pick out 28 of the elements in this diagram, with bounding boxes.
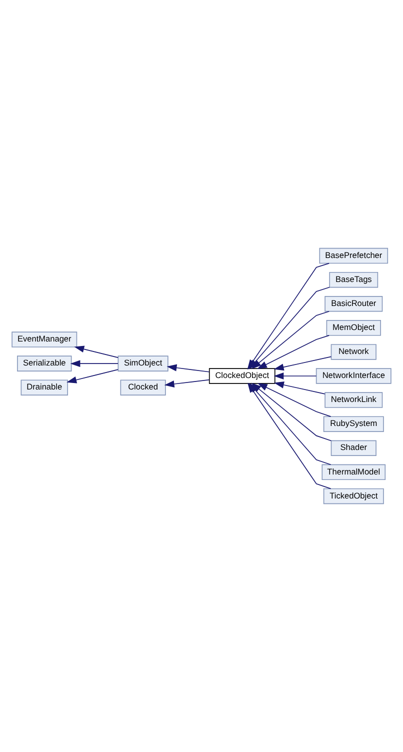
arrow	[274, 356, 332, 371]
node-box: RubySystem	[323, 416, 384, 432]
node-box: ThermalModel	[322, 464, 386, 480]
node-box: TickedObject	[323, 488, 384, 504]
arrow	[274, 382, 326, 394]
node-box: Network	[330, 344, 376, 360]
arrow	[251, 311, 330, 370]
node-box: EventManager	[12, 332, 78, 348]
arrow	[166, 364, 210, 372]
arrow	[274, 372, 317, 380]
node-box: BasePrefetcher	[319, 248, 388, 264]
arrow	[164, 379, 210, 388]
node-box: MemObject	[326, 320, 381, 336]
arrow	[70, 360, 118, 368]
arrow	[66, 369, 118, 384]
arrow	[257, 335, 330, 369]
node-box: NetworkLink	[324, 392, 383, 408]
node-box: BasicRouter	[324, 296, 383, 312]
node-box: Clocked	[120, 380, 166, 396]
node-box: Drainable	[20, 380, 68, 396]
node-box: NetworkInterface	[316, 368, 392, 384]
arrow	[74, 346, 118, 358]
node-box: Serializable	[17, 356, 72, 372]
node-box: BaseTags	[329, 272, 378, 288]
node-box: SimObject	[118, 356, 168, 372]
node-box: Shader	[330, 440, 376, 456]
node-box: ClockedObject	[208, 368, 276, 384]
arrow	[257, 383, 332, 417]
